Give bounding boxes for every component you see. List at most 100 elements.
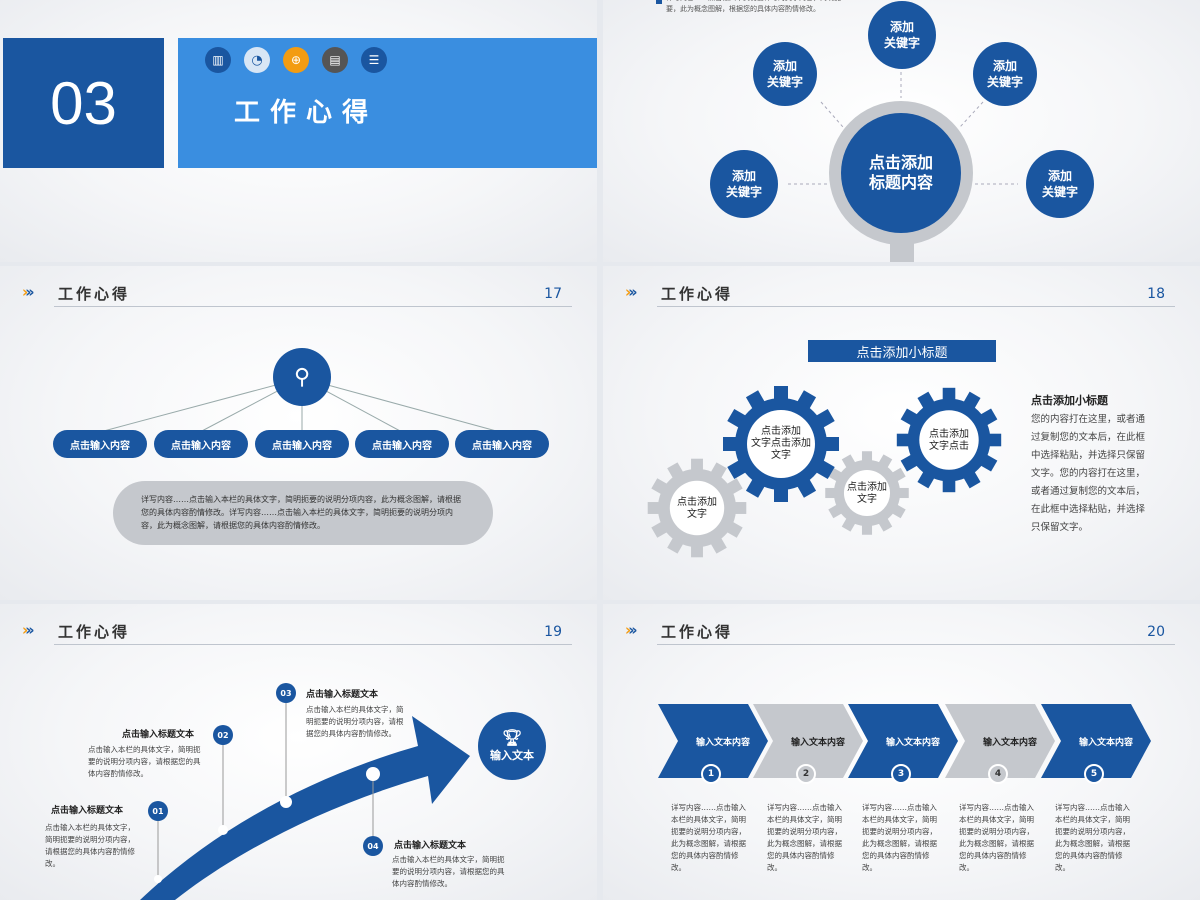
pill-label: 点击输入内容	[171, 440, 231, 452]
slide-keywords[interactable]: 详写内容……点击输入本页需要详写的文字内容，简明扼要，此为概念图解，根据您的具体…	[603, 0, 1200, 262]
content-pill[interactable]: 点击输入内容	[154, 430, 248, 458]
bar-chart-icon: ▥	[205, 47, 231, 73]
slide-header: 工作心得	[661, 285, 734, 303]
step-number: 3	[891, 764, 911, 784]
content-pill[interactable]: 点击输入内容	[455, 430, 549, 458]
slide-section-title[interactable]: 03 ▥ ◔ ⊕ ▤ ☰ 工作心得	[0, 0, 597, 262]
content-pill[interactable]: 点击输入内容	[355, 430, 449, 458]
content-pill[interactable]: 点击输入内容	[255, 430, 349, 458]
step-text: 详写内容……点击输入本栏的具体文字，简明扼要的说明分项内容，此为概念图解，请根据…	[959, 803, 1034, 872]
step-badge: 04	[363, 836, 383, 856]
pill-label: 点击输入内容	[472, 440, 532, 452]
keyword-label: 添加 关键字	[725, 169, 762, 199]
step-number: 2	[796, 764, 816, 784]
slide-header: 工作心得	[661, 623, 734, 641]
header-divider	[657, 306, 1175, 307]
step-title: 点击输入标题文本	[306, 690, 379, 700]
body-text-box: 详写内容……点击输入本栏的具体文字，简明扼要的说明分项内容，此为概念图解，请根据…	[113, 481, 493, 545]
slide-19[interactable]: ››› 工作心得 19 🏆︎ 输入文本 01 02 03 04 点击输入标题文本…	[0, 604, 597, 900]
top-note-marker	[656, 0, 662, 4]
step-text: 点击输入本栏的具体文字，简明扼要的说明分项内容，请根据您的具体内容酌情修改。	[306, 705, 404, 738]
keyword-circle[interactable]: 添加 关键字	[753, 42, 817, 106]
header-divider	[54, 644, 572, 645]
process-label[interactable]: 输入文本内容	[790, 737, 845, 748]
slide-18[interactable]: ››› 工作心得 18 点击添加小标题	[603, 266, 1200, 600]
step-text: 详写内容……点击输入本栏的具体文字，简明扼要的说明分项内容，此为概念图解，请根据…	[862, 803, 937, 872]
trophy-goal[interactable]: 🏆︎ 输入文本	[478, 712, 546, 780]
side-title: 点击添加小标题	[1031, 394, 1108, 407]
slide-20[interactable]: ››› 工作心得 20 输入文本内容 输入文本内容 输入文本内容 输入文本内容 …	[603, 604, 1200, 900]
gears-graphic	[647, 386, 1002, 558]
keyword-circle[interactable]: 添加 关键字	[973, 42, 1037, 106]
pill-label: 点击输入内容	[372, 440, 432, 452]
icon-row: ▥ ◔ ⊕ ▤ ☰	[205, 47, 387, 73]
step-title: 点击输入标题文本	[122, 730, 195, 740]
step-badge: 02	[213, 725, 233, 745]
center-title: 点击添加 标题内容	[868, 153, 933, 192]
keyword-circle[interactable]: 添加 关键字	[710, 150, 778, 218]
growth-arrow	[140, 702, 470, 900]
banner-label: 点击添加小标题	[856, 345, 948, 361]
page-number: 17	[544, 286, 562, 302]
process-label[interactable]: 输入文本内容	[982, 737, 1037, 748]
step-text: 点击输入本栏的具体文字，简明扼要的说明分项内容，请根据您的具体内容酌情修改。	[45, 823, 135, 868]
process-label[interactable]: 输入文本内容	[695, 737, 750, 748]
content-pill[interactable]: 点击输入内容	[53, 430, 147, 458]
gear-label: 点击添加 文字	[847, 482, 887, 505]
gear-label: 点击添加 文字	[677, 497, 717, 520]
step-title: 点击输入标题文本	[51, 806, 124, 816]
slide-header: 工作心得	[58, 285, 131, 303]
page-number: 20	[1147, 624, 1165, 640]
step-text: 详写内容……点击输入本栏的具体文字，简明扼要的说明分项内容，此为概念图解，请根据…	[1055, 803, 1130, 872]
process-label[interactable]: 输入文本内容	[885, 737, 940, 748]
step-number: 1	[701, 764, 721, 784]
process-label[interactable]: 输入文本内容	[1078, 737, 1133, 748]
slide-17[interactable]: ››› 工作心得 17 ⚲ 点击输入内容 点击输入内容 点击输入内容 点击输入内…	[0, 266, 597, 600]
section-title: 工作心得	[234, 98, 379, 128]
step-title: 点击输入标题文本	[394, 841, 467, 851]
section-number: 03	[50, 69, 117, 137]
keyword-label: 添加 关键字	[766, 59, 803, 89]
step-badge: 03	[276, 683, 296, 703]
step-text: 点击输入本栏的具体文字，简明扼要的说明分项内容，请根据您的具体内容酌情修改。	[392, 855, 505, 888]
chevron-icon: ›››	[625, 283, 638, 301]
chevron-icon: ›››	[22, 621, 35, 639]
zoom-icon: ⊕	[283, 47, 309, 73]
chevron-icon: ›››	[625, 621, 638, 639]
page-number: 18	[1147, 286, 1165, 302]
page-number: 19	[544, 624, 562, 640]
keyword-circle[interactable]: 添加 关键字	[868, 1, 936, 69]
pill-label: 点击输入内容	[272, 440, 332, 452]
keyword-label: 添加 关键字	[1041, 169, 1078, 199]
top-note: 详写内容……点击输入本页需要详写的文字内容，简明扼要，此为概念图解，根据您的具体…	[666, 0, 841, 13]
step-number: 5	[1084, 764, 1104, 784]
pie-chart-icon: ◔	[244, 47, 270, 73]
chevron-icon: ›››	[22, 283, 35, 301]
step-text: 详写内容……点击输入本栏的具体文字，简明扼要的说明分项内容，此为概念图解，请根据…	[671, 803, 746, 872]
section-number-box: 03	[3, 38, 164, 168]
pill-label: 点击输入内容	[70, 440, 130, 452]
goal-label: 输入文本	[490, 749, 534, 762]
notes-icon: ☰	[361, 47, 387, 73]
slide-header: 工作心得	[58, 623, 131, 641]
process-arrows	[658, 704, 1151, 778]
step-text: 详写内容……点击输入本栏的具体文字，简明扼要的说明分项内容，此为概念图解，请根据…	[767, 803, 842, 872]
body-text: 详写内容……点击输入本栏的具体文字，简明扼要的说明分项内容，此为概念图解，请根据…	[141, 495, 461, 530]
connector-lines	[788, 72, 1018, 185]
keyword-label: 添加 关键字	[986, 59, 1023, 89]
header-divider	[657, 644, 1175, 645]
step-badge: 01	[148, 801, 168, 821]
center-title-circle[interactable]: 点击添加 标题内容	[841, 113, 961, 233]
step-number: 4	[988, 764, 1008, 784]
magnifier-handle	[890, 240, 914, 262]
side-text: 您的内容打在这里，或者通过复制您的文本后，在此框中选择粘贴，并选择只保留文字。您…	[1031, 414, 1146, 533]
document-icon: ▤	[322, 47, 348, 73]
step-text: 点击输入本栏的具体文字，简明扼要的说明分项内容，请根据您的具体内容酌情修改。	[88, 745, 201, 778]
gear-label: 点击添加 文字点击添加 文字	[751, 426, 811, 461]
subtitle-banner[interactable]: 点击添加小标题	[808, 340, 996, 362]
trophy-icon: 🏆︎	[501, 728, 523, 747]
keyword-label: 添加 关键字	[883, 20, 920, 50]
search-icon[interactable]: ⚲	[273, 348, 331, 406]
gear-label: 点击添加 文字点击	[929, 429, 969, 452]
keyword-circle[interactable]: 添加 关键字	[1026, 150, 1094, 218]
